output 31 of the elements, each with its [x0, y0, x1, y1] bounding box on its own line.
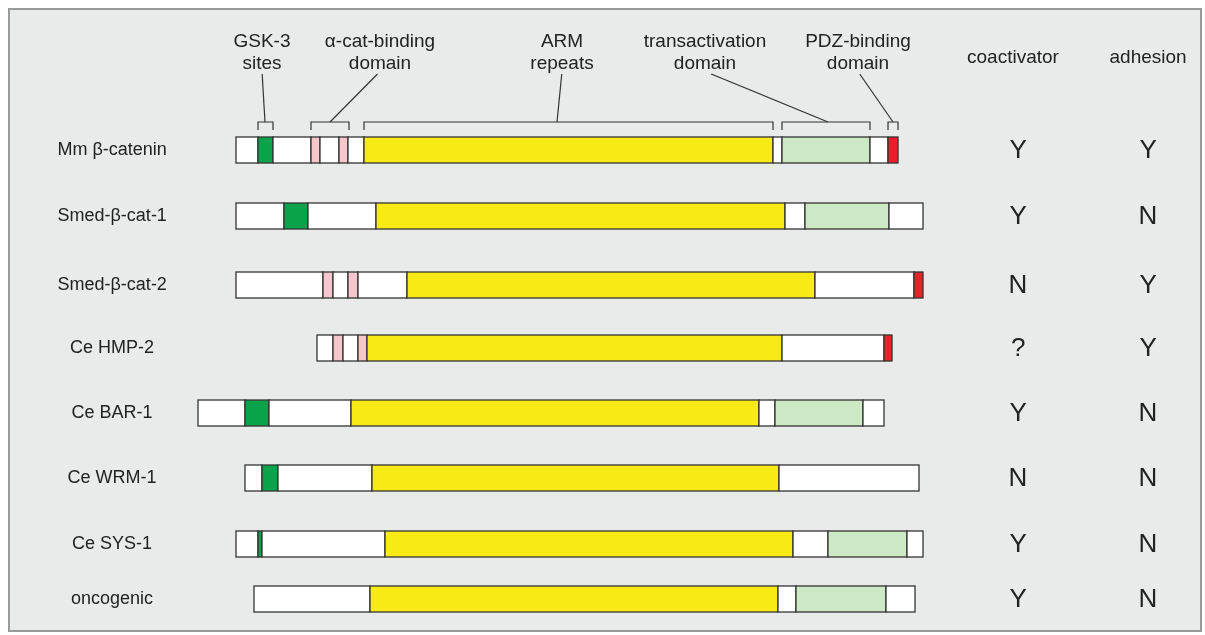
table-value: N — [1008, 269, 1028, 301]
table-value: Y — [1139, 332, 1157, 364]
table-value: N — [1138, 462, 1158, 494]
leader-line — [710, 73, 829, 123]
column-header: adhesion — [1109, 45, 1187, 68]
protein-name: Ce BAR-1 — [71, 402, 153, 424]
leader-line — [261, 73, 266, 123]
table-value: N — [1138, 528, 1158, 560]
protein-name: Smed-β-cat-1 — [57, 205, 167, 227]
table-value: Y — [1009, 528, 1027, 560]
table-value: Y — [1139, 134, 1157, 166]
protein-name: oncogenic — [71, 588, 154, 610]
table-value: N — [1138, 200, 1158, 232]
table-value: Y — [1009, 397, 1027, 429]
table-value: ? — [1011, 332, 1026, 364]
leader-line — [859, 73, 894, 123]
table-value: N — [1008, 462, 1028, 494]
protein-name: Ce WRM-1 — [67, 467, 157, 489]
leader-line — [329, 73, 379, 123]
protein-name: Mm β-catenin — [57, 139, 167, 161]
table-value: Y — [1139, 269, 1157, 301]
protein-name: Smed-β-cat-2 — [57, 274, 167, 296]
protein-name: Ce SYS-1 — [72, 533, 153, 555]
leader-line — [556, 73, 563, 123]
protein-name: Ce HMP-2 — [70, 337, 154, 359]
table-value: Y — [1009, 583, 1027, 615]
table-value: N — [1138, 583, 1158, 615]
table-value: N — [1138, 397, 1158, 429]
table-value: Y — [1009, 134, 1027, 166]
table-value: Y — [1009, 200, 1027, 232]
column-header: coactivator — [967, 45, 1059, 68]
